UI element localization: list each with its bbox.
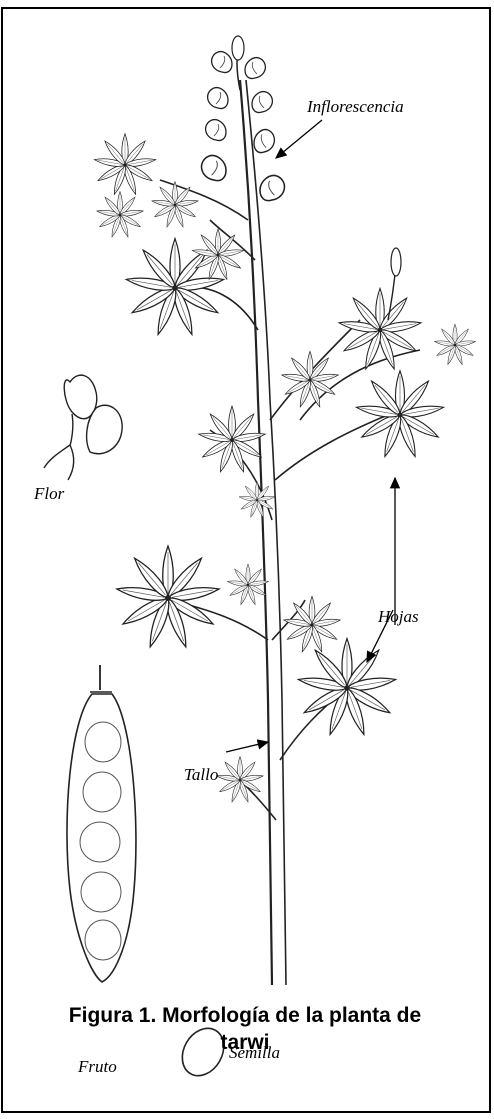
label-inflorescencia: Inflorescencia: [307, 97, 404, 117]
label-flor: Flor: [34, 484, 64, 504]
label-tallo: Tallo: [184, 765, 218, 785]
label-fruto: Fruto: [78, 1057, 117, 1077]
leaves: [94, 134, 476, 803]
main-stem: [240, 80, 286, 985]
caption-line-1: Figura 1. Morfología de la planta de: [0, 1002, 490, 1029]
branches: [160, 180, 420, 820]
figure-caption: Figura 1. Morfología de la planta de tar…: [0, 1002, 490, 1056]
label-hojas: Hojas: [378, 607, 419, 627]
caption-line-2: tarwi: [0, 1029, 490, 1056]
fruit-pod: [67, 665, 136, 982]
flower-detail: [44, 375, 122, 480]
